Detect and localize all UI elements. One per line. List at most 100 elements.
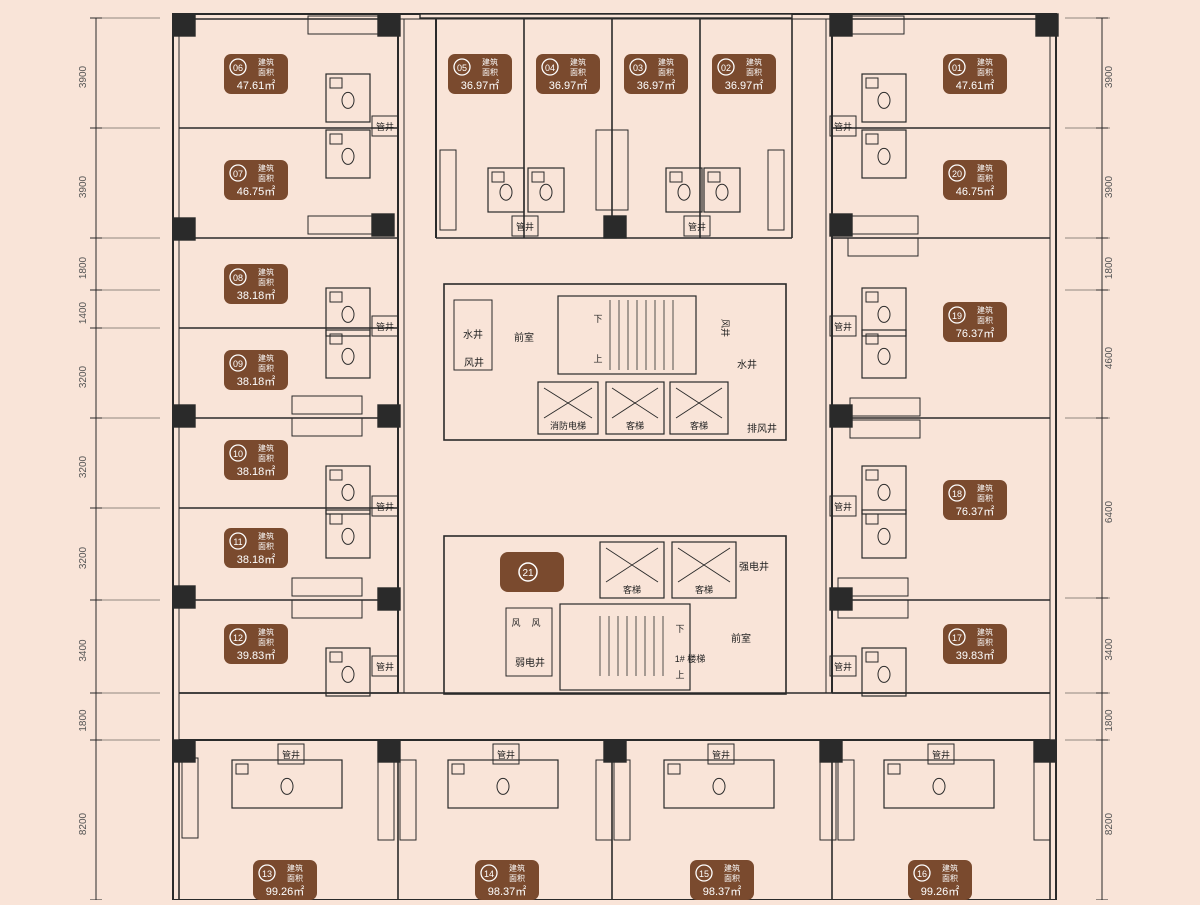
toilet-fixture bbox=[877, 147, 891, 165]
dimension-label: 3200 bbox=[78, 546, 89, 569]
unit-badge-bg bbox=[536, 54, 600, 94]
shaft-label: 管井 bbox=[376, 501, 394, 512]
sink-fixture bbox=[531, 171, 545, 183]
shaft-box bbox=[371, 115, 399, 137]
shaft-label: 管井 bbox=[376, 121, 394, 132]
sink-fixture bbox=[669, 171, 683, 183]
unit-number: 13 bbox=[262, 869, 272, 879]
toilet-fixture bbox=[877, 527, 891, 545]
unit-number-circle bbox=[948, 484, 966, 502]
area-label-1: 建筑 bbox=[258, 627, 274, 637]
stair-lower bbox=[559, 603, 691, 691]
unit-number: 01 bbox=[952, 63, 962, 73]
unit-area: 76.37㎡ bbox=[956, 327, 995, 340]
unit-number: 04 bbox=[545, 63, 555, 73]
bathroom bbox=[703, 167, 741, 213]
shaft-label: 管井 bbox=[712, 749, 730, 760]
area-label-1: 建筑 bbox=[287, 863, 303, 873]
area-label-1: 建筑 bbox=[258, 163, 274, 173]
area-label-1: 建筑 bbox=[746, 57, 762, 67]
dimension-label: 3900 bbox=[78, 65, 89, 88]
unit-area: 38.18㎡ bbox=[237, 289, 276, 302]
shaft-label: 管井 bbox=[932, 749, 950, 760]
area-label-1: 建筑 bbox=[509, 863, 525, 873]
wardrobe-strip bbox=[439, 149, 457, 231]
bathroom bbox=[325, 287, 371, 337]
structural-column bbox=[377, 404, 401, 428]
sink-fixture bbox=[865, 133, 879, 145]
elevator-cross bbox=[677, 547, 731, 583]
elevator-cross bbox=[675, 387, 723, 419]
sink-fixture bbox=[865, 513, 879, 525]
bathroom bbox=[861, 509, 907, 559]
toilet-fixture bbox=[496, 777, 510, 795]
area-label-2: 面积 bbox=[977, 67, 993, 77]
sink-fixture bbox=[329, 333, 343, 345]
unit-badge-bg bbox=[448, 54, 512, 94]
sink-fixture bbox=[865, 333, 879, 345]
unit-area: 39.83㎡ bbox=[956, 649, 995, 662]
area-label-1: 建筑 bbox=[258, 353, 274, 363]
air-shaft-label: 风井 bbox=[464, 356, 484, 369]
unit-number-circle bbox=[453, 58, 471, 76]
shaft-label: 管井 bbox=[376, 321, 394, 332]
counter-strip bbox=[837, 599, 909, 619]
sink-fixture bbox=[451, 763, 465, 775]
unit-number: 03 bbox=[633, 63, 643, 73]
weak-elec-label: 弱电井 bbox=[515, 656, 545, 669]
bathroom bbox=[861, 465, 907, 515]
unit-area: 38.18㎡ bbox=[237, 553, 276, 566]
unit-badge-bg bbox=[224, 350, 288, 390]
area-label-1: 建筑 bbox=[977, 627, 993, 637]
bathroom bbox=[861, 647, 907, 697]
unit-number: 18 bbox=[952, 489, 962, 499]
area-label-1: 建筑 bbox=[258, 267, 274, 277]
unit-area: 46.75㎡ bbox=[237, 185, 276, 198]
bathroom bbox=[325, 129, 371, 179]
walls bbox=[172, 13, 1059, 901]
unit-area: 47.61㎡ bbox=[237, 79, 276, 92]
unit-area: 99.26㎡ bbox=[921, 885, 960, 898]
shaft-box bbox=[829, 655, 857, 677]
strong-elec-label: 强电井 bbox=[739, 560, 769, 573]
toilet-fixture bbox=[877, 665, 891, 683]
stair-up-label: 上 bbox=[593, 354, 602, 364]
structural-column bbox=[1035, 13, 1059, 37]
unit-number: 02 bbox=[721, 63, 731, 73]
toilet-fixture bbox=[341, 147, 355, 165]
wardrobe-strip bbox=[399, 759, 417, 841]
area-label-2: 面积 bbox=[977, 637, 993, 647]
area-label-1: 建筑 bbox=[977, 163, 993, 173]
unit-number-circle bbox=[229, 164, 247, 182]
dimension-label: 6400 bbox=[1104, 500, 1115, 523]
area-label-2: 面积 bbox=[509, 873, 525, 883]
elevator-4 bbox=[671, 541, 737, 599]
wardrobe-strip bbox=[819, 759, 837, 841]
unit-area: 76.37㎡ bbox=[956, 505, 995, 518]
unit-number-circle bbox=[258, 864, 276, 882]
sink-fixture bbox=[329, 469, 343, 481]
air-label: 风 bbox=[531, 618, 540, 628]
area-label-2: 面积 bbox=[258, 277, 274, 287]
weak-elec-room bbox=[505, 607, 553, 677]
unit-badge-bg bbox=[475, 860, 539, 900]
front-room-label: 前室 bbox=[731, 632, 751, 645]
dimension-label: 3200 bbox=[78, 365, 89, 388]
sink-fixture bbox=[707, 171, 721, 183]
unit-number-circle bbox=[948, 164, 966, 182]
unit-number-circle bbox=[480, 864, 498, 882]
area-label-1: 建筑 bbox=[977, 483, 993, 493]
wardrobe-strip bbox=[837, 759, 855, 841]
unit-area: 98.37㎡ bbox=[488, 885, 527, 898]
unit-area: 38.18㎡ bbox=[237, 375, 276, 388]
unit-badge-bg bbox=[224, 160, 288, 200]
elevator-label: 客梯 bbox=[695, 584, 713, 595]
area-label-1: 建筑 bbox=[258, 443, 274, 453]
unit-number-circle bbox=[695, 864, 713, 882]
